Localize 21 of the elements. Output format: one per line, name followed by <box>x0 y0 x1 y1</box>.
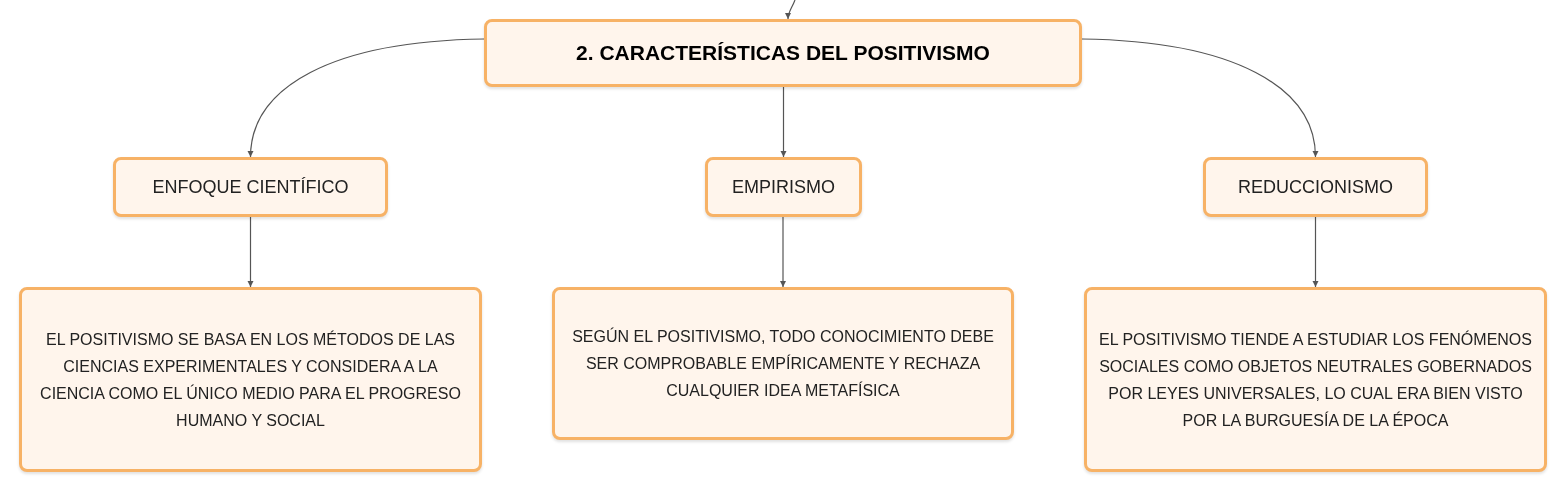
topic-box <box>705 157 862 217</box>
connector-arrow <box>785 0 796 20</box>
node-text: EL POSITIVISMO TIENDE A ESTUDIAR LOS FENÓMENOS SOCIALES COMO OBJETOS NEUTRALES GOBERNADOS POR LEYES UNIVERSALES, LO CUAL ERA BIEN VISTO POR LA BURGUESÍA DE LA ÉPOCA <box>1099 329 1532 431</box>
title-box <box>484 19 1082 87</box>
node-text: 2. CARACTERÍSTICAS DEL POSITIVISMO <box>576 40 990 67</box>
connector-arrow <box>247 216 254 288</box>
topic-box <box>113 157 388 217</box>
node-text: EMPIRISMO <box>732 175 835 199</box>
node-text: SEGÚN EL POSITIVISMO, TODO CONOCIMIENTO DEBE SER COMPROBABLE EMPÍRICAMENTE Y RECHAZA CUALQUIER IDEA METAFÍSICA <box>571 326 995 401</box>
topic-box <box>1203 157 1428 217</box>
connector-arrow <box>780 216 786 288</box>
connector-arrow <box>780 86 787 158</box>
connector-arrow <box>248 38 485 158</box>
description-box <box>19 287 482 472</box>
node-text: ENFOQUE CIENTÍFICO <box>152 175 349 199</box>
description-box <box>552 287 1014 440</box>
node-text: REDUCCIONISMO <box>1238 175 1393 199</box>
connector-arrow <box>1081 38 1318 158</box>
description-box <box>1084 287 1547 472</box>
node-text: EL POSITIVISMO SE BASA EN LOS MÉTODOS DE LAS CIENCIAS EXPERIMENTALES Y CONSIDERA A LA CIENCIA COMO EL ÚNICO MEDIO PARA EL PROGRESO HUMANO Y SOCIAL <box>39 329 462 431</box>
connector-arrow <box>1312 216 1319 288</box>
